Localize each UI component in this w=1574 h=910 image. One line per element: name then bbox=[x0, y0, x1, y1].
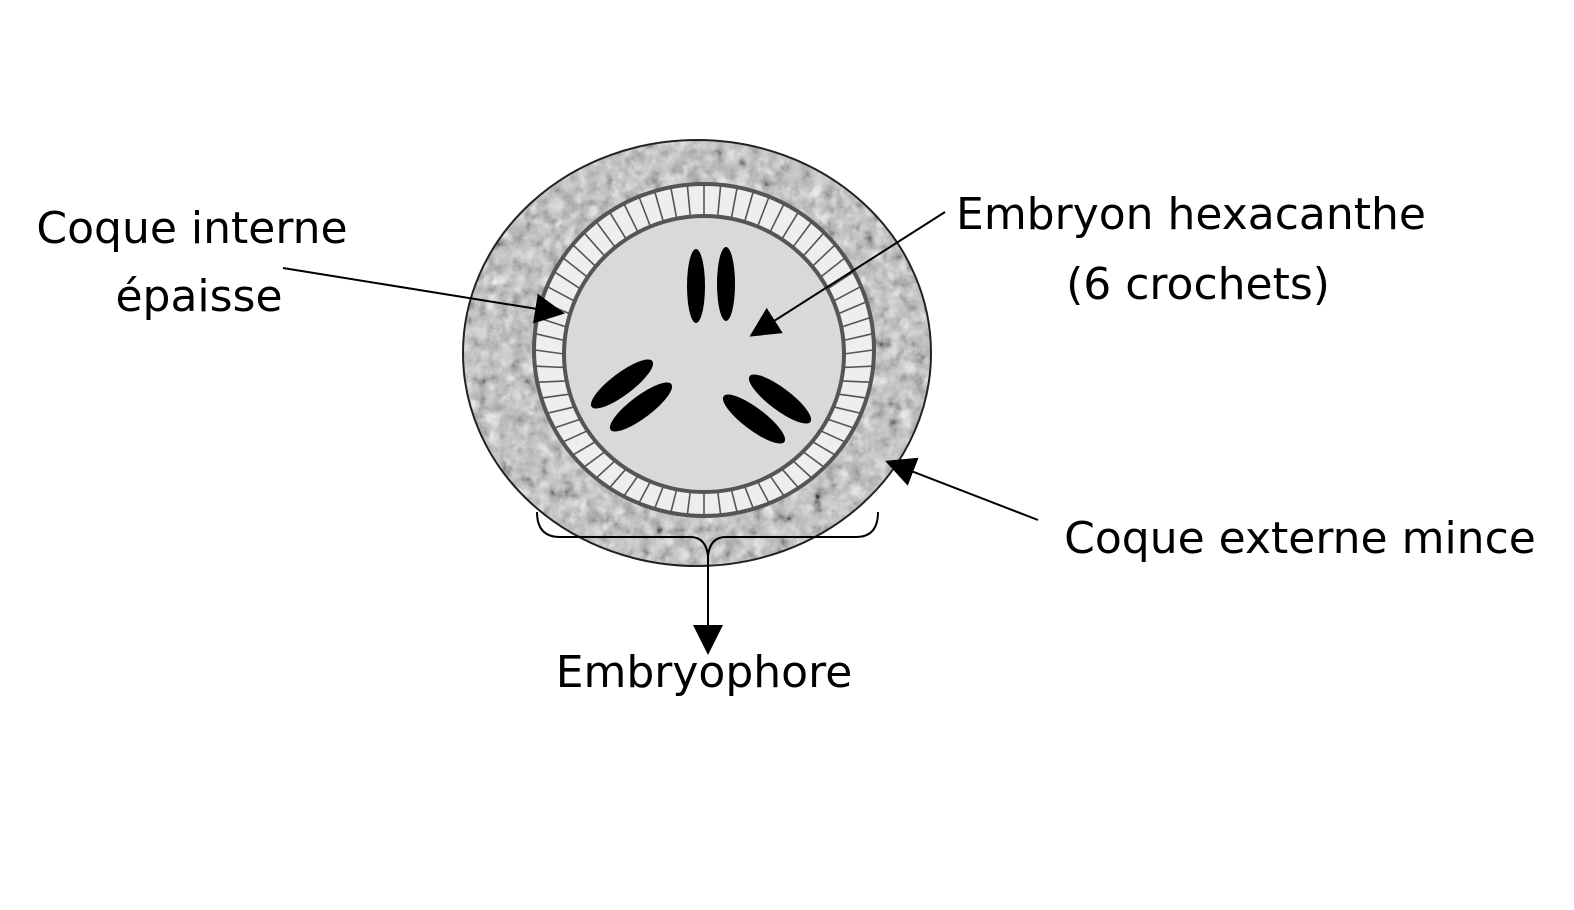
ring-striation bbox=[843, 349, 874, 355]
ring-striation bbox=[623, 204, 639, 233]
ring-striation bbox=[596, 460, 616, 479]
hexacanth-embryo bbox=[562, 214, 846, 494]
ring-striation bbox=[802, 450, 824, 468]
ring-striation bbox=[535, 333, 565, 342]
ring-striation bbox=[781, 212, 799, 240]
outer-shell-arrow bbox=[885, 457, 1039, 521]
label-outer-shell: Coque externe mince bbox=[1064, 513, 1536, 564]
ring-striation bbox=[596, 222, 616, 248]
ring-striation bbox=[623, 475, 639, 496]
ring-striation bbox=[686, 491, 692, 515]
label-inner-shell: Coque interne épaisse bbox=[36, 203, 361, 322]
ring-striation bbox=[609, 212, 627, 240]
ring-striation bbox=[833, 406, 861, 414]
ring-striation bbox=[811, 244, 836, 268]
ring-striation bbox=[827, 271, 854, 290]
ring-striation bbox=[572, 440, 597, 456]
ring-striation bbox=[638, 481, 652, 503]
ring-striation bbox=[819, 257, 845, 278]
ring-striation bbox=[670, 489, 678, 512]
ring-striation bbox=[535, 365, 565, 369]
ring-striation bbox=[716, 491, 722, 515]
inner-shell-arrow bbox=[282, 267, 565, 324]
ring-striation bbox=[769, 475, 785, 496]
arrow-icon bbox=[282, 211, 1039, 655]
ring-striation bbox=[730, 489, 738, 512]
ring-striation bbox=[654, 485, 665, 509]
ring-striation bbox=[584, 450, 606, 468]
ring-striation bbox=[781, 468, 799, 488]
ring-striation bbox=[802, 232, 825, 257]
ring-striation bbox=[832, 286, 861, 302]
ring-striation bbox=[843, 365, 873, 369]
ring-striation bbox=[743, 485, 754, 509]
ring-striation bbox=[756, 197, 770, 227]
ring-striation bbox=[538, 380, 567, 383]
hook-icon bbox=[590, 247, 812, 444]
ring-striation bbox=[769, 204, 785, 233]
ring-striation bbox=[841, 317, 871, 328]
ring-striation bbox=[638, 197, 652, 227]
ring-striation bbox=[811, 440, 836, 456]
ring-striation bbox=[841, 380, 870, 383]
ring-striation bbox=[743, 191, 754, 223]
ring-striation bbox=[730, 188, 738, 219]
ring-striation bbox=[756, 481, 770, 503]
ring-striation bbox=[820, 429, 845, 443]
ring-striation bbox=[554, 418, 581, 429]
ring-striation bbox=[563, 429, 588, 443]
embryo-arrow bbox=[749, 211, 946, 337]
ring-striation bbox=[609, 468, 627, 488]
ring-striation bbox=[654, 191, 665, 223]
ring-striation bbox=[792, 222, 812, 248]
ring-striation bbox=[837, 301, 867, 315]
ring-striation bbox=[686, 185, 692, 217]
ring-striation bbox=[554, 271, 581, 290]
ring-striation bbox=[837, 393, 866, 399]
ring-striation bbox=[534, 349, 565, 355]
ring-striation bbox=[843, 333, 873, 342]
ring-striation bbox=[542, 393, 571, 399]
ring-striation bbox=[572, 244, 597, 268]
ring-striation bbox=[716, 185, 722, 217]
ring-striation bbox=[563, 257, 589, 278]
ring-striation bbox=[547, 406, 575, 414]
label-embryophore: Embryophore bbox=[556, 647, 853, 698]
ring-striation bbox=[583, 232, 606, 257]
ring-striation bbox=[827, 418, 854, 429]
label-embryo: Embryon hexacanthe (6 crochets) bbox=[956, 189, 1440, 310]
ring-striation bbox=[792, 460, 812, 479]
ring-striation bbox=[670, 188, 678, 219]
